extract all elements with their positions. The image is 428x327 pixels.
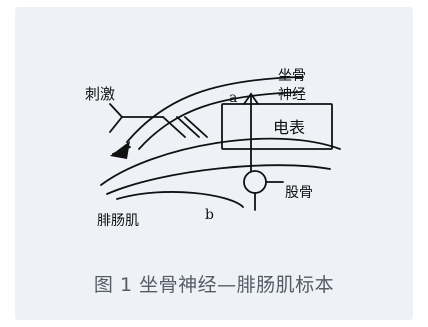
sciatic-label-line2: 神经 <box>278 87 306 103</box>
stimulus-electrode-upper <box>109 103 123 118</box>
tendon-arrow-head <box>110 141 130 159</box>
gastrocnemius-label: 腓肠肌 <box>97 213 139 229</box>
nerve-muscle-diagram: 刺激 坐骨 神经 a 电表 股骨 腓肠肌 b <box>85 68 341 229</box>
sciatic-nerve-upper <box>126 76 304 143</box>
femur-joint <box>243 170 267 194</box>
figure-frame: 刺激 坐骨 神经 a 电表 股骨 腓肠肌 b 图 1 坐骨神经—腓肠肌标本 <box>15 7 413 320</box>
stimulus-contact-1 <box>162 116 186 138</box>
stimulus-electrode-lower <box>109 116 123 133</box>
point-a-label: a <box>229 90 237 106</box>
sciatic-label-line1: 坐骨 <box>278 68 306 84</box>
stimulus-contact-3 <box>184 116 208 138</box>
muscle-belly-upper <box>100 137 341 186</box>
gastrocnemius-lower-edge <box>116 191 244 208</box>
meter-arrow-head <box>243 92 259 105</box>
figure-card: 刺激 坐骨 神经 a 电表 股骨 腓肠肌 b 图 1 坐骨神经—腓肠肌标本 <box>15 7 413 320</box>
electric-meter-box <box>221 103 333 150</box>
stimulus-label: 刺激 <box>85 85 115 103</box>
meter-label: 电表 <box>273 118 305 137</box>
sciatic-nerve-lower <box>138 91 302 150</box>
point-b-label: b <box>205 207 214 223</box>
stimulus-contact-2 <box>176 116 200 138</box>
figure-caption: 图 1 坐骨神经—腓肠肌标本 <box>93 274 335 296</box>
muscle-belly-lower <box>106 164 331 195</box>
femur-label: 股骨 <box>285 185 313 201</box>
